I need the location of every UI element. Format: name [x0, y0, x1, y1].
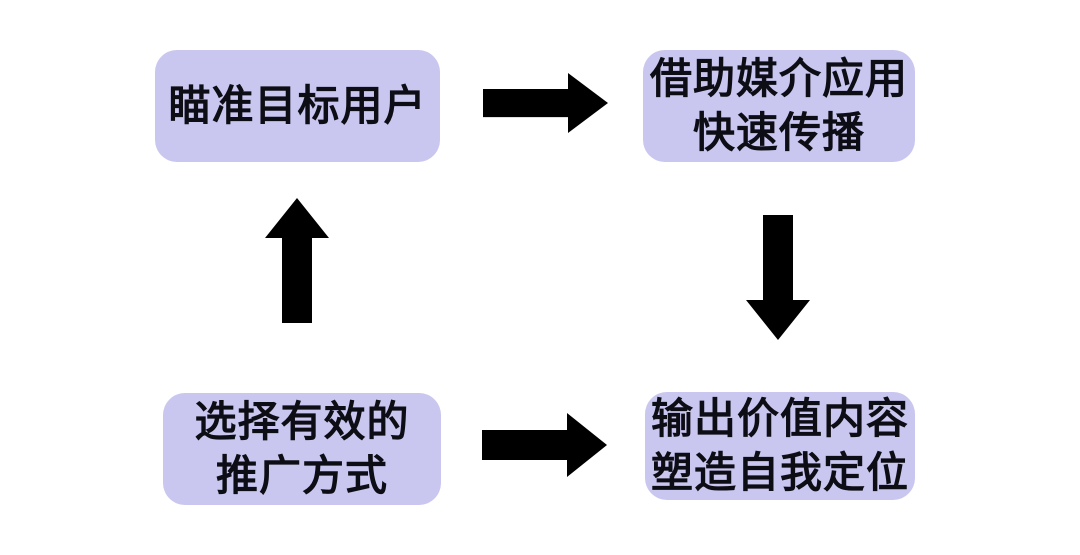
node-label-line: 瞄准目标用户: [168, 82, 427, 129]
node-promotion-method: 选择有效的 推广方式: [163, 393, 441, 505]
node-value-content: 输出价值内容 塑造自我定位: [645, 392, 915, 500]
arrow-up-icon: [265, 198, 329, 323]
node-label-line: 选择有效的: [194, 398, 410, 445]
node-media-spread: 借助媒介应用 快速传播: [643, 50, 915, 162]
arrow-down-icon: [746, 215, 810, 340]
arrow-right-icon: [482, 413, 607, 477]
node-label-line: 输出价值内容: [650, 395, 909, 442]
node-target-users: 瞄准目标用户: [155, 50, 440, 162]
node-label-line: 推广方式: [215, 452, 388, 499]
node-label-line: 借助媒介应用: [649, 55, 908, 102]
arrow-right-icon: [483, 73, 608, 133]
node-label-line: 快速传播: [692, 109, 865, 156]
node-label-line: 塑造自我定位: [650, 449, 909, 496]
